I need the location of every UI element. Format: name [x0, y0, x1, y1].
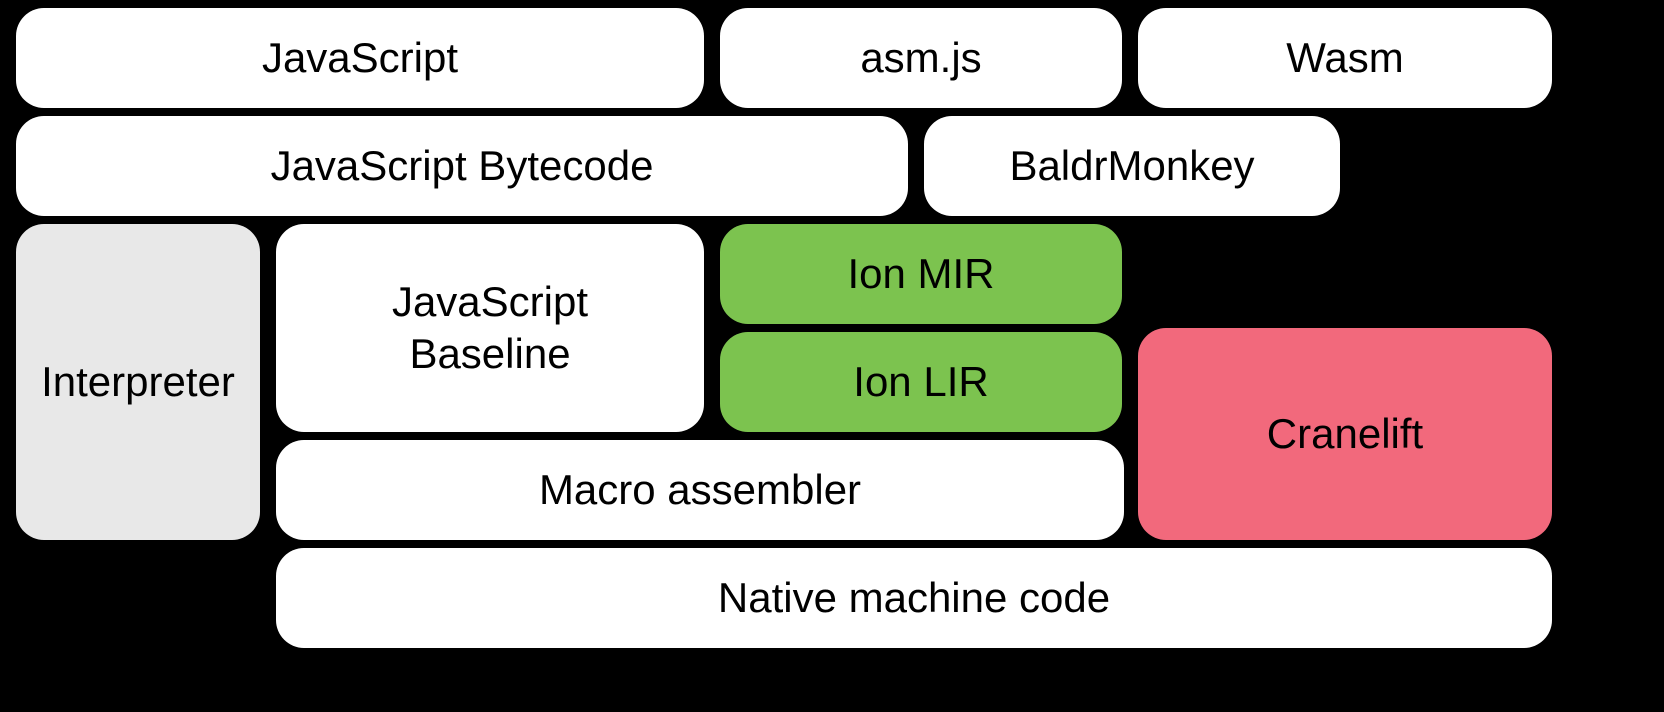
diagram-box-ion-mir: Ion MIR [720, 224, 1122, 324]
diagram-box-native-machine-code: Native machine code [276, 548, 1552, 648]
diagram-box-javascript-baseline: JavaScript Baseline [276, 224, 704, 432]
diagram-box-ion-lir: Ion LIR [720, 332, 1122, 432]
diagram-box-interpreter: Interpreter [16, 224, 260, 540]
diagram-box-baldrmonkey: BaldrMonkey [924, 116, 1340, 216]
diagram-box-wasm: Wasm [1138, 8, 1552, 108]
diagram-box-javascript-bytecode: JavaScript Bytecode [16, 116, 908, 216]
diagram-box-asmjs: asm.js [720, 8, 1122, 108]
diagram-box-javascript: JavaScript [16, 8, 704, 108]
diagram-box-macro-assembler: Macro assembler [276, 440, 1124, 540]
diagram-box-cranelift: Cranelift [1138, 328, 1552, 540]
